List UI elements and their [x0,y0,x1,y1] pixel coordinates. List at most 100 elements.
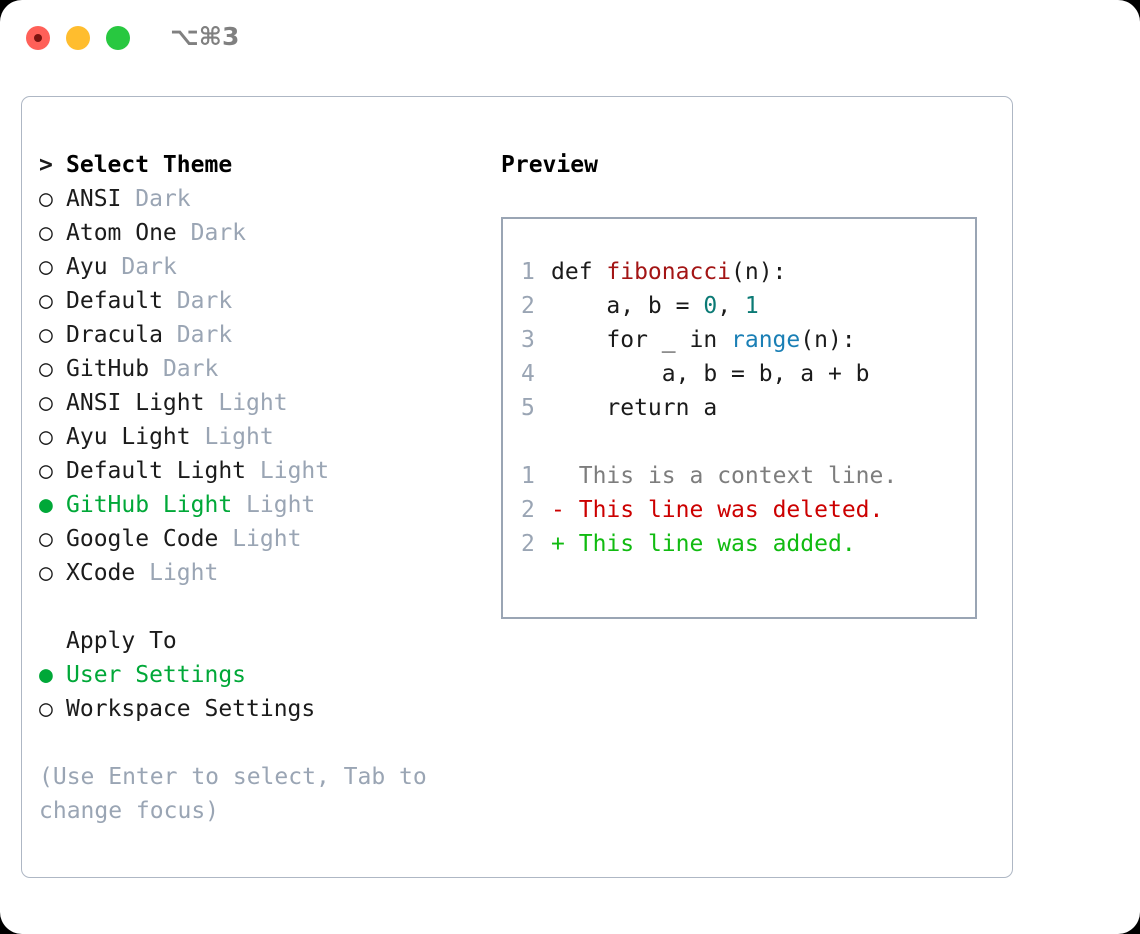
close-button[interactable] [26,26,50,50]
line-number: 2 [521,293,535,319]
code-token-number: 1 [744,293,759,319]
theme-option-label: Dracula [66,322,163,348]
theme-variant-tag: Light [218,390,288,416]
theme-variant-tag: Dark [190,220,247,246]
code-blank-line [521,425,975,459]
theme-variant-tag: Dark [176,322,233,348]
line-number: 1 [521,463,535,489]
code-line: 2 a, b = 0, 1 [521,289,975,323]
theme-option-ayu-light[interactable]: ○Ayu Light Light [39,420,479,454]
maximize-button[interactable] [106,26,130,50]
theme-option-label: Default [66,288,163,314]
diff-text [565,463,579,489]
theme-option-label: GitHub Light [66,492,233,518]
select-theme-header: > Select Theme [39,148,479,182]
code-token: for _ in [551,327,732,353]
theme-option-ansi-dark[interactable]: ○ ANSI Dark [39,182,479,216]
apply-to-option-label: Workspace Settings [66,696,316,722]
radio-selected-icon: ● [39,492,53,518]
code-token: a, b = [551,293,704,319]
theme-option-google-code[interactable]: ○ Google Code Light [39,522,479,556]
apply-to-header: Apply To [39,624,479,658]
line-number: 3 [521,327,535,353]
theme-option-default-dark[interactable]: ○Default Dark [39,284,479,318]
apply-to-option-workspace-settings[interactable]: ○ Workspace Settings [39,692,479,726]
code-line: 4 a, b = b, a + b [521,357,975,391]
line-number: 4 [521,361,535,387]
theme-variant-tag: Light [232,526,302,552]
radio-unselected-icon: ○ [39,356,53,382]
theme-option-ansi-light[interactable]: ○ ANSI Light Light [39,386,479,420]
line-number: 1 [521,259,535,285]
radio-unselected-icon: ○ [39,220,53,246]
line-number: 5 [521,395,535,421]
theme-option-label: Ayu [66,254,108,280]
theme-variant-tag: Light [259,458,330,484]
code-token: (n): [731,259,787,285]
radio-unselected-icon: ○ [39,526,53,552]
theme-variant-tag: Light [149,560,219,586]
window-controls [26,26,130,50]
diff-marker [551,463,565,489]
diff-line-addition: 2 + This line was added. [521,527,975,561]
theme-option-label: ANSI [66,186,122,212]
radio-selected-icon: ● [39,662,53,688]
theme-option-label: XCode [66,560,136,586]
theme-variant-tag: Dark [176,288,233,314]
code-token-function: fibonacci [606,259,732,285]
diff-line-text: This line was added. [578,531,856,557]
theme-option-github-light[interactable]: ● GitHub Light Light [39,488,479,522]
line-number: 2 [521,497,535,523]
theme-variant-tag: Light [246,492,316,518]
theme-option-label: Ayu Light [66,424,191,450]
radio-unselected-icon: ○ [39,390,53,416]
theme-option-dracula-dark[interactable]: ○ Dracula Dark [39,318,479,352]
radio-unselected-icon: ○ [39,186,53,212]
keyboard-hint-text: (Use Enter to select, Tab to change focu… [39,764,441,824]
theme-option-default-light[interactable]: ○Default Light Light [39,454,479,488]
radio-unselected-icon: ○ [39,322,53,348]
theme-option-xcode[interactable]: ○ XCode Light [39,556,479,590]
diff-text [565,497,579,523]
theme-variant-tag: Dark [135,186,191,212]
line-number: 2 [521,531,535,557]
apply-to-option-label: User Settings [66,662,247,688]
theme-option-label: Default Light [66,458,247,484]
theme-option-label: GitHub [66,356,150,382]
theme-variant-tag: Dark [121,254,177,280]
preview-title: Preview [501,152,598,178]
code-token-number: 0 [703,293,718,319]
apply-to-header-label: Apply To [66,628,177,654]
title-bar: ⌥⌘3 [0,0,1140,78]
theme-option-github-dark[interactable]: ○ GitHub Dark [39,352,479,386]
prompt-caret-icon: > [39,152,53,178]
theme-option-label: Google Code [66,526,219,552]
diff-line-text: This is a context line. [578,463,898,489]
code-line: 3 for _ in range(n): [521,323,975,357]
diff-text [565,531,579,557]
theme-option-label: ANSI Light [66,390,205,416]
radio-unselected-icon: ○ [39,560,53,586]
diff-marker-plus: + [551,531,565,557]
theme-option-ayu-dark[interactable]: ○ Ayu Dark [39,250,479,284]
code-line: 5 return a [521,391,975,425]
radio-unselected-icon: ○ [39,254,53,280]
theme-variant-tag: Dark [162,356,219,382]
minimize-button[interactable] [66,26,90,50]
radio-unselected-icon: ○ [39,696,53,722]
keyboard-shortcut-label: ⌥⌘3 [170,22,240,51]
diff-marker-minus: - [551,497,565,523]
select-theme-header-label: Select Theme [66,152,233,178]
list-spacer [39,590,479,624]
code-token: , [717,293,745,319]
theme-option-atom-one-dark[interactable]: ○Atom One Dark [39,216,479,250]
diff-line-deletion: 2- This line was deleted. [521,493,975,527]
code-token: (n): [800,327,856,353]
code-token: a, b = b, a + b [551,361,870,387]
apply-to-option-user-settings[interactable]: ● User Settings [39,658,479,692]
theme-variant-tag: Light [204,424,274,450]
